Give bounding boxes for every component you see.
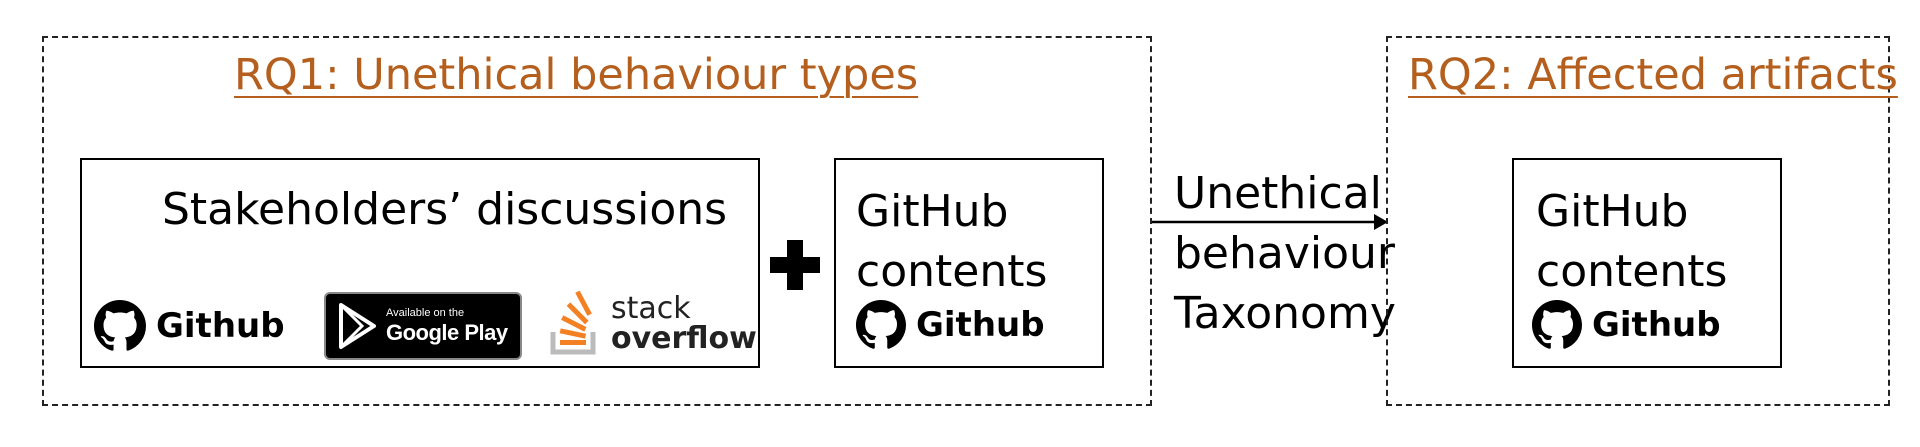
taxonomy-label-line2: behaviour — [1174, 228, 1396, 279]
rq2-github-contents-line2: contents — [1536, 246, 1728, 297]
rq1-region — [42, 36, 1152, 406]
stakeholders-discussions-box: Stakeholders’ discussions Github Availab… — [80, 158, 760, 368]
rq2-github-contents-line1: GitHub — [1536, 186, 1689, 237]
rq1-github-contents-line1: GitHub — [856, 186, 1009, 237]
github-octocat-icon — [856, 300, 906, 349]
rq2-github-logo-text: Github — [1592, 305, 1721, 345]
rq1-github-logo-text: Github — [916, 305, 1045, 345]
rq1-github-contents-line2: contents — [856, 246, 1048, 297]
stakeholders-discussions-title: Stakeholders’ discussions — [162, 184, 728, 235]
rq1-title: RQ1: Unethical behaviour types — [234, 50, 919, 100]
taxonomy-label-line1: Unethical — [1174, 168, 1382, 219]
github-octocat-icon — [94, 300, 146, 351]
github-logo-text: Github — [156, 306, 285, 346]
arrow-connector — [1152, 214, 1388, 230]
rq1-github-contents-box: GitHub contents Github — [834, 158, 1104, 368]
github-octocat-icon — [1532, 300, 1582, 349]
taxonomy-label-line3: Taxonomy — [1174, 288, 1396, 339]
stack-overflow-text-stack: stack — [611, 291, 691, 326]
stack-overflow-text-overflow: overflow — [611, 321, 757, 356]
stack-overflow-icon — [550, 290, 596, 355]
plus-text: + — [770, 240, 771, 241]
google-play-triangle-icon — [339, 303, 376, 349]
rq2-title: RQ2: Affected artifacts — [1408, 50, 1898, 100]
stack-overflow-logo: stack overflow — [547, 288, 757, 356]
github-logo: Github — [94, 300, 285, 352]
google-play-badge: Available on the Google Play — [324, 292, 522, 360]
rq2-region — [1386, 36, 1890, 406]
rq2-github-contents-box: GitHub contents Github — [1512, 158, 1782, 368]
google-play-big-text: Google Play — [386, 320, 508, 345]
rq2-github-logo: Github — [1532, 300, 1721, 350]
rq1-github-logo: Github — [856, 300, 1045, 350]
plus-icon: + — [770, 240, 820, 290]
google-play-small-text: Available on the — [386, 307, 465, 319]
arrow-head-icon — [1374, 214, 1388, 230]
